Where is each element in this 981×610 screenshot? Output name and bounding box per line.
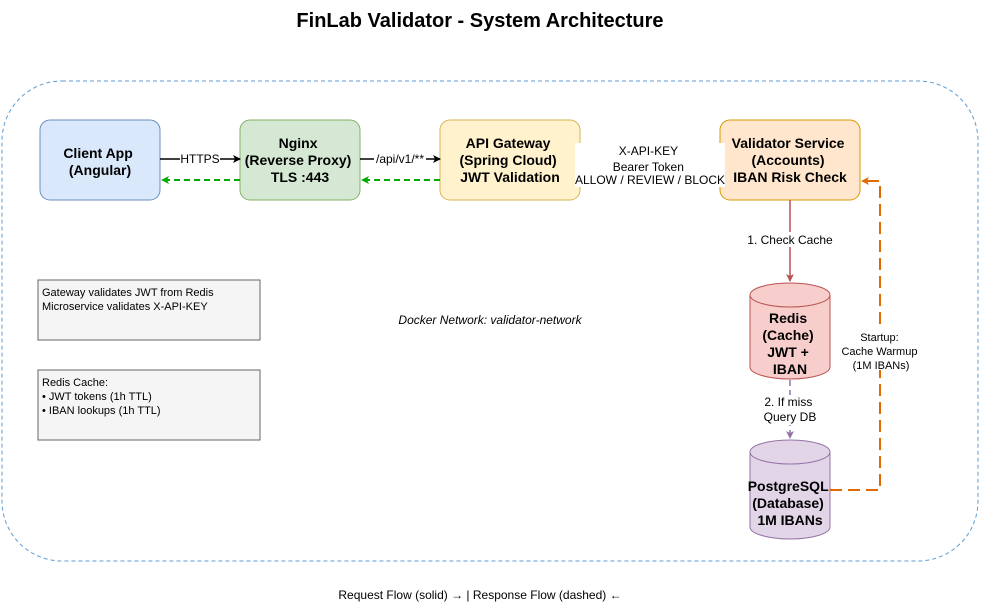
client-line-2: (Angular) xyxy=(69,162,131,178)
svg-text:Client App (Angular): Client App (Angular) xyxy=(63,145,136,178)
auth-note: Gateway validates JWT from Redis Microse… xyxy=(37,279,261,341)
redis-line-2: (Cache) xyxy=(762,327,813,343)
check-cache-label: 1. Check Cache xyxy=(747,233,833,247)
query-db-label: Query DB xyxy=(764,410,817,424)
nginx-line-3: TLS :443 xyxy=(271,169,330,185)
gateway-line-2: (Spring Cloud) xyxy=(459,152,556,168)
nginx-line-1: Nginx xyxy=(279,135,318,151)
x-api-key-label: X-API-KEY xyxy=(619,144,678,158)
gateway-line-1: API Gateway xyxy=(466,135,551,151)
diagram-title: FinLab Validator - System Architecture xyxy=(296,10,663,32)
cache-note: Redis Cache: • JWT tokens (1h TTL) • IBA… xyxy=(37,369,261,441)
redis-line-1: Redis xyxy=(769,310,807,326)
auth-note-line-2: Microservice validates X-API-KEY xyxy=(42,301,208,313)
validator-line-1: Validator Service xyxy=(732,135,845,151)
https-label: HTTPS xyxy=(180,152,219,166)
client-app-node: Client App (Angular) xyxy=(39,119,161,201)
svg-text:Validator Service (Accou: Validator Service (Accounts) IBAN Risk C… xyxy=(732,135,849,185)
svg-text:PostgreSQL (Database): PostgreSQL (Database) 1M IBANs xyxy=(748,478,833,528)
cache-note-line-2: • JWT tokens (1h TTL) xyxy=(42,391,152,403)
svg-text:Redis (Cache) JWT: Redis (Cache) JWT + IBAN xyxy=(762,310,817,377)
startup-label: Startup: xyxy=(860,332,899,344)
api-gateway-node: API Gateway (Spring Cloud) JWT Validatio… xyxy=(439,119,581,201)
auth-note-line-1: Gateway validates JWT from Redis xyxy=(42,287,214,299)
svg-text:Redis Cache: • JWT token: Redis Cache: • JWT tokens (1h TTL) • IBA… xyxy=(42,377,161,417)
if-miss-label: 2. If miss xyxy=(764,395,812,409)
postgresql-node: PostgreSQL (Database) 1M IBANs xyxy=(748,439,833,540)
nginx-node: Nginx (Reverse Proxy) TLS :443 xyxy=(239,119,361,201)
validator-service-node: Validator Service (Accounts) IBAN Risk C… xyxy=(719,119,861,201)
svg-text:2. If miss Query DB: 2. If miss Query DB xyxy=(764,395,817,424)
svg-text:Nginx (Reverse Proxy): Nginx (Reverse Proxy) TLS :443 xyxy=(245,135,356,185)
nginx-line-2: (Reverse Proxy) xyxy=(245,152,352,168)
postgres-line-3: 1M IBANs xyxy=(757,512,823,528)
flow-legend: Request Flow (solid) → | Response Flow (… xyxy=(338,588,621,602)
cache-note-line-3: • IBAN lookups (1h TTL) xyxy=(42,405,161,417)
redis-line-4: IBAN xyxy=(773,361,807,377)
postgres-line-1: PostgreSQL xyxy=(748,478,829,494)
client-line-1: Client App xyxy=(63,145,132,161)
postgres-line-2: (Database) xyxy=(752,495,824,511)
allow-review-block-label: ALLOW / REVIEW / BLOCK xyxy=(575,173,725,187)
redis-line-3: JWT + xyxy=(767,344,809,360)
redis-node: Redis (Cache) JWT + IBAN xyxy=(749,282,831,380)
validator-line-3: IBAN Risk Check xyxy=(733,169,847,185)
network-label: Docker Network: validator-network xyxy=(398,313,582,327)
bearer-token-label: Bearer Token xyxy=(613,160,684,174)
cache-warmup-label: Cache Warmup xyxy=(841,346,917,358)
svg-text:X-API-KEY Bearer Token: X-API-KEY Bearer Token ALLOW / REVIEW / … xyxy=(575,144,725,187)
cache-note-line-1: Redis Cache: xyxy=(42,377,108,389)
warmup-count-label: (1M IBANs) xyxy=(853,360,910,372)
validator-line-2: (Accounts) xyxy=(751,152,824,168)
svg-text:Gateway validates JWT from Red: Gateway validates JWT from Redis Microse… xyxy=(42,287,217,313)
docker-network-boundary xyxy=(1,80,979,562)
gateway-line-3: JWT Validation xyxy=(460,169,560,185)
svg-text:Startup: Cache Warmup: Startup: Cache Warmup (1M IBANs) xyxy=(841,332,920,372)
svg-text:API Gateway (Spring Clou: API Gateway (Spring Cloud) JWT Validatio… xyxy=(459,135,560,185)
api-path-label: /api/v1/** xyxy=(376,152,424,166)
